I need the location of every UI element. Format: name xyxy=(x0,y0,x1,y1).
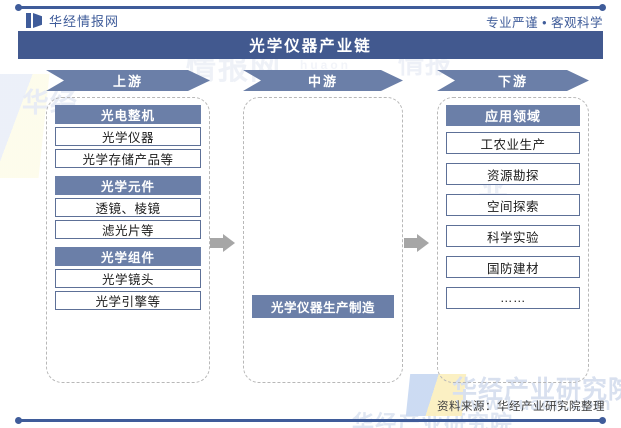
list-item[interactable]: 空间探索 xyxy=(446,194,580,216)
list-item[interactable]: 科学实验 xyxy=(446,225,580,247)
list-item[interactable]: 光学仪器 xyxy=(55,127,201,146)
tagline: 专业严谨 • 客观科学 xyxy=(486,16,603,30)
bottom-rule xyxy=(18,419,603,422)
brand-logo-icon xyxy=(26,13,42,28)
list-item[interactable]: …… xyxy=(446,287,580,309)
page-title-band: 光学仪器产业链 xyxy=(18,31,603,59)
list-item[interactable]: 光学引擎等 xyxy=(55,291,201,310)
column-header-midstream: 中游 xyxy=(243,70,403,91)
bottom-rule-cap-right xyxy=(599,417,606,424)
bottom-rule-cap-left xyxy=(15,417,22,424)
midstream-node[interactable]: 光学仪器生产制造 xyxy=(252,295,394,318)
column-upstream: 上游 光电整机 光学仪器 光学存储产品等 光学元件 透镜、棱镜 滤光片等 光学组… xyxy=(46,70,210,383)
list-item[interactable]: 透镜、棱镜 xyxy=(55,198,201,217)
group-header: 应用领域 xyxy=(446,105,580,126)
column-downstream: 下游 应用领域 工农业生产 资源勘探 空间探索 科学实验 国防建材 …… xyxy=(437,70,589,383)
column-midstream: 中游 光学仪器生产制造 xyxy=(243,70,403,383)
list-item[interactable]: 光学镜头 xyxy=(55,269,201,288)
connector-arrow-midstream-to-downstream xyxy=(404,234,432,252)
list-item[interactable]: 光学存储产品等 xyxy=(55,149,201,168)
list-item[interactable]: 国防建材 xyxy=(446,256,580,278)
list-item[interactable]: 资源勘探 xyxy=(446,163,580,185)
top-rule xyxy=(18,6,603,9)
watermark-left-logo xyxy=(0,74,50,178)
column-body-midstream: 光学仪器生产制造 xyxy=(243,97,403,383)
source-note: 资料来源：华经产业研究院整理 xyxy=(437,401,605,413)
top-rule-cap-left xyxy=(15,4,22,11)
top-rule-cap-right xyxy=(599,4,606,11)
page-title: 光学仪器产业链 xyxy=(249,38,372,55)
group-header: 光电整机 xyxy=(55,105,201,124)
column-header-upstream: 上游 xyxy=(46,70,210,91)
list-item[interactable]: 工农业生产 xyxy=(446,132,580,154)
connector-arrow-upstream-to-midstream xyxy=(210,234,238,252)
list-item[interactable]: 滤光片等 xyxy=(55,220,201,239)
brand-name: 华经情报网 xyxy=(49,14,120,29)
column-header-downstream: 下游 xyxy=(437,70,589,91)
column-body-upstream: 光电整机 光学仪器 光学存储产品等 光学元件 透镜、棱镜 滤光片等 光学组件 光… xyxy=(46,97,210,383)
group-header: 光学组件 xyxy=(55,247,201,266)
group-header: 光学元件 xyxy=(55,176,201,195)
brand: 华经情报网 xyxy=(26,11,119,30)
column-body-downstream: 应用领域 工农业生产 资源勘探 空间探索 科学实验 国防建材 …… xyxy=(437,97,589,383)
